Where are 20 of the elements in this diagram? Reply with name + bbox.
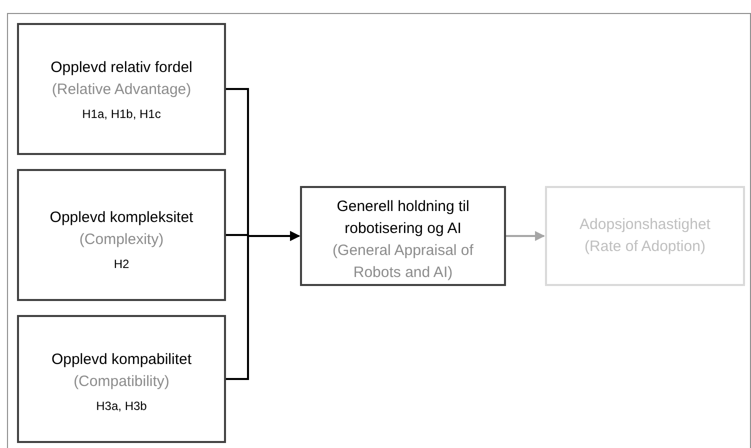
hypothesis-label: H2	[114, 256, 130, 273]
connector-arrow	[506, 231, 545, 241]
concept-box	[300, 186, 506, 286]
concept-title: Generell holdning til robotisering og AI	[336, 197, 470, 239]
concept-box	[17, 23, 226, 155]
hypothesis-label: H1a, H1b, H1c	[82, 106, 161, 123]
english-term: (Complexity)	[79, 230, 164, 250]
connector-arrow	[226, 231, 300, 380]
concept-title: Opplevd kompabilitet	[51, 350, 192, 370]
concept-title: Opplevd kompleksitet	[50, 208, 194, 228]
english-term: (Compatibility)	[74, 372, 170, 392]
concept-title: Opplevd relativ fordel	[50, 58, 192, 78]
english-term: (General Appraisal of Robots and AI)	[332, 241, 474, 283]
english-term: (Rate of Adoption)	[584, 237, 706, 257]
hypothesis-label: H3a, H3b	[96, 398, 147, 415]
concept-box	[17, 169, 226, 301]
concept-title: Adopsjonshastighet	[580, 215, 710, 235]
concept-box	[17, 315, 226, 443]
concept-box	[545, 186, 745, 286]
english-term: (Relative Advantage)	[52, 80, 192, 100]
